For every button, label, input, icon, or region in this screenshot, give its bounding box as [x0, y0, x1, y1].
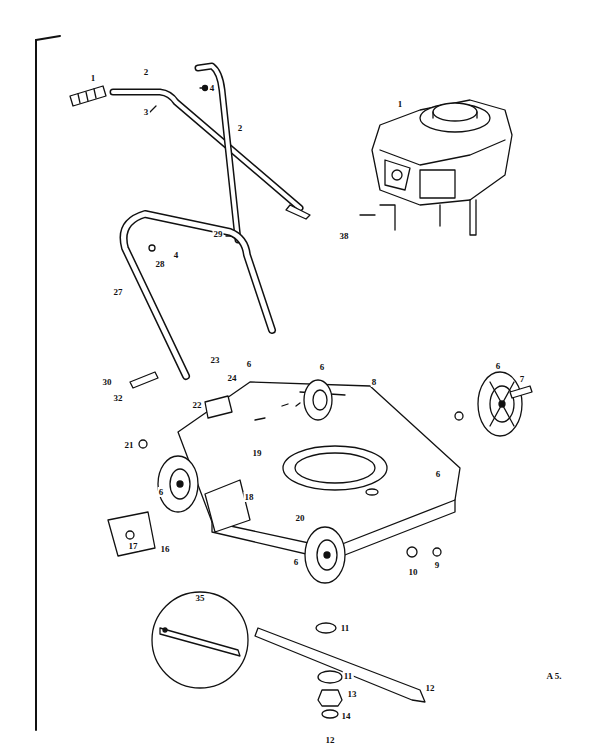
callout-number: 6	[246, 359, 253, 369]
callout-number: 6	[495, 361, 502, 371]
callout-number: 10	[408, 567, 419, 577]
callout-number: 6	[435, 469, 442, 479]
callout-number: 24	[227, 373, 238, 383]
callout-number: 32	[113, 393, 124, 403]
callout-number: 2	[143, 67, 150, 77]
callout-number: 16	[160, 544, 171, 554]
callout-number: 19	[252, 448, 263, 458]
callout-number: 27	[113, 287, 124, 297]
callout-number: 29	[213, 229, 224, 239]
callout-number: 22	[192, 400, 203, 410]
callout-number: 1	[90, 73, 97, 83]
callout-number: 17	[128, 541, 139, 551]
callout-number: 28	[155, 259, 166, 269]
callout-number: 6	[158, 487, 165, 497]
callout-number: 14	[341, 711, 352, 721]
callout-number: 35	[195, 593, 206, 603]
callout-number: 6	[293, 557, 300, 567]
callout-number: A 5.	[545, 671, 562, 681]
callout-number: 4	[209, 83, 216, 93]
callout-number: 18	[244, 492, 255, 502]
callout-number: 13	[347, 689, 358, 699]
callout-number: 23	[210, 355, 221, 365]
callout-number: 11	[340, 623, 351, 633]
callout-number: 30	[102, 377, 113, 387]
callout-number: 7	[519, 374, 526, 384]
callout-number: 21	[124, 440, 135, 450]
callout-number: 1	[397, 99, 404, 109]
callout-number: 11	[343, 671, 354, 681]
callout-number: 20	[295, 513, 306, 523]
callout-number: 3	[143, 107, 150, 117]
callout-number: 12	[425, 683, 436, 693]
callout-number: 6	[319, 362, 326, 372]
callout-number: 8	[371, 377, 378, 387]
callout-number: 38	[339, 231, 350, 241]
callout-number: 9	[434, 560, 441, 570]
callout-number: 2	[237, 123, 244, 133]
callout-number: 4	[173, 250, 180, 260]
callout-number: 12	[325, 735, 336, 745]
